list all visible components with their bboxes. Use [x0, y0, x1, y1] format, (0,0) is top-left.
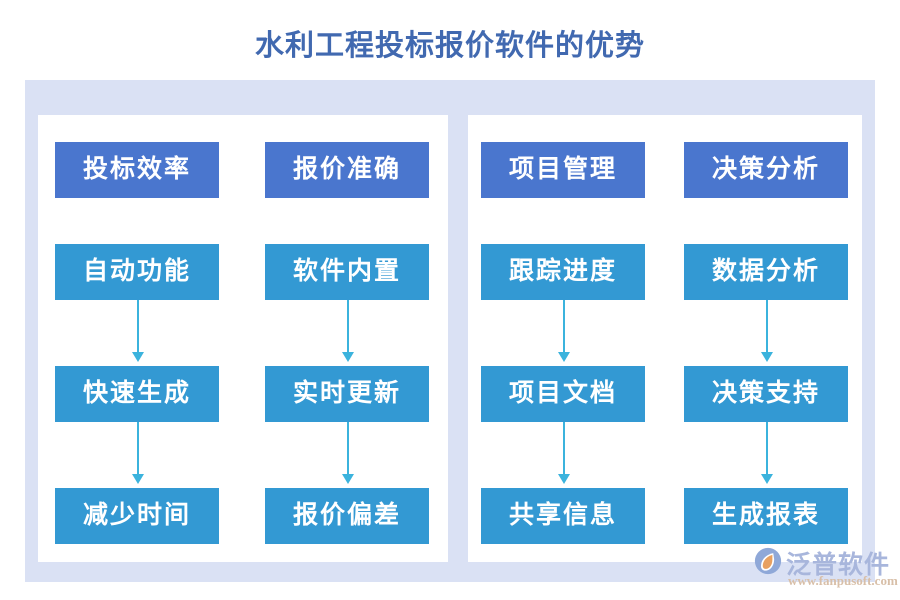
node-project-management[interactable]: 项目管理 — [481, 142, 645, 198]
node-track-progress[interactable]: 跟踪进度 — [481, 244, 645, 300]
node-software-builtin[interactable]: 软件内置 — [265, 244, 429, 300]
brand-name: 泛普软件 — [786, 552, 891, 579]
node-bidding-efficiency[interactable]: 投标效率 — [55, 142, 219, 198]
node-decision-analysis[interactable]: 决策分析 — [684, 142, 848, 198]
node-realtime-update[interactable]: 实时更新 — [265, 366, 429, 422]
node-fast-generation[interactable]: 快速生成 — [55, 366, 219, 422]
node-data-analysis[interactable]: 数据分析 — [684, 244, 848, 300]
node-quote-accuracy[interactable]: 报价准确 — [265, 142, 429, 198]
brand-url: www.fanpusoft.com — [788, 573, 898, 588]
fanpu-logo-icon — [754, 547, 782, 575]
node-decision-support[interactable]: 决策支持 — [684, 366, 848, 422]
node-share-information[interactable]: 共享信息 — [481, 488, 645, 544]
brand-logo: 泛普软件 www.fanpusoft.com — [752, 545, 898, 593]
node-project-documents[interactable]: 项目文档 — [481, 366, 645, 422]
node-auto-function[interactable]: 自动功能 — [55, 244, 219, 300]
page-title: 水利工程投标报价软件的优势 — [254, 30, 645, 62]
node-generate-report[interactable]: 生成报表 — [684, 488, 848, 544]
node-reduce-time[interactable]: 减少时间 — [55, 488, 219, 544]
node-quote-deviation[interactable]: 报价偏差 — [265, 488, 429, 544]
